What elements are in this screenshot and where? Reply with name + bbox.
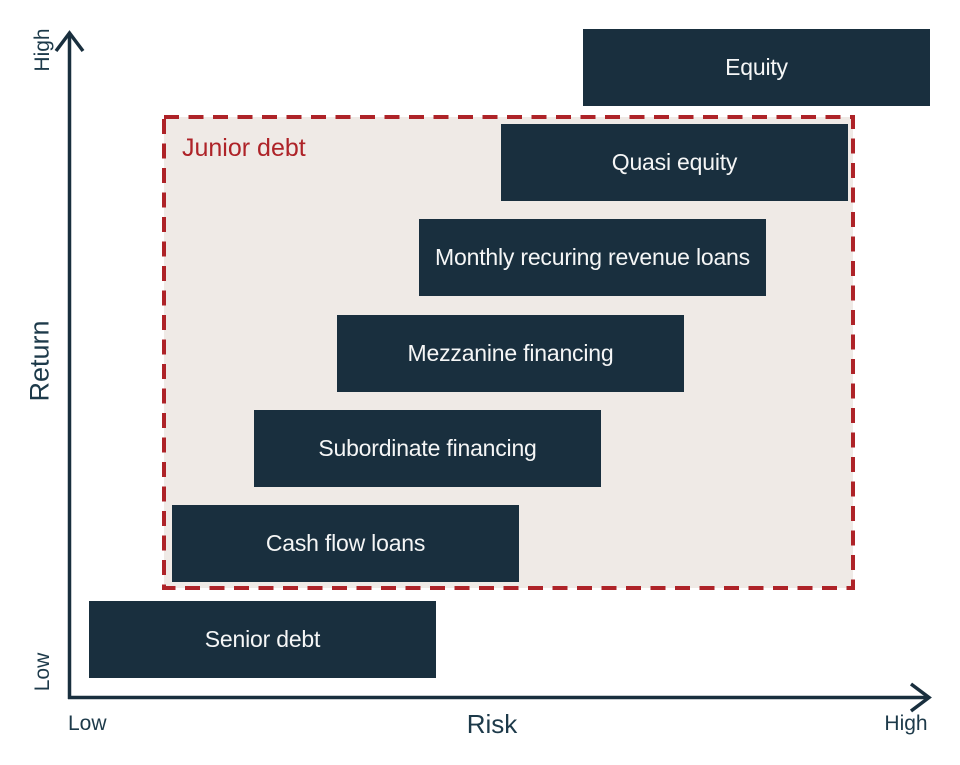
- y-axis-low-label: Low: [31, 652, 54, 692]
- box-monthly-recuring-revenue-loans: Monthly recuring revenue loans: [419, 219, 766, 296]
- junior-debt-label: Junior debt: [182, 134, 306, 162]
- box-mezzanine-financing: Mezzanine financing: [337, 315, 684, 392]
- x-axis-high-label: High: [884, 712, 928, 735]
- box-subordinate-financing: Subordinate financing: [254, 410, 601, 487]
- box-quasi-equity: Quasi equity: [501, 124, 848, 201]
- x-axis-label: Risk: [466, 709, 518, 739]
- x-axis-low-label: Low: [68, 712, 107, 735]
- y-axis-label: Return: [24, 320, 55, 402]
- y-axis-high-label: High: [31, 28, 54, 72]
- box-equity: Equity: [583, 29, 930, 106]
- box-senior-debt: Senior debt: [89, 601, 436, 678]
- y-axis-arrowhead-icon: [54, 30, 85, 53]
- x-axis-arrowhead-icon: [909, 682, 932, 713]
- box-cash-flow-loans: Cash flow loans: [172, 505, 519, 582]
